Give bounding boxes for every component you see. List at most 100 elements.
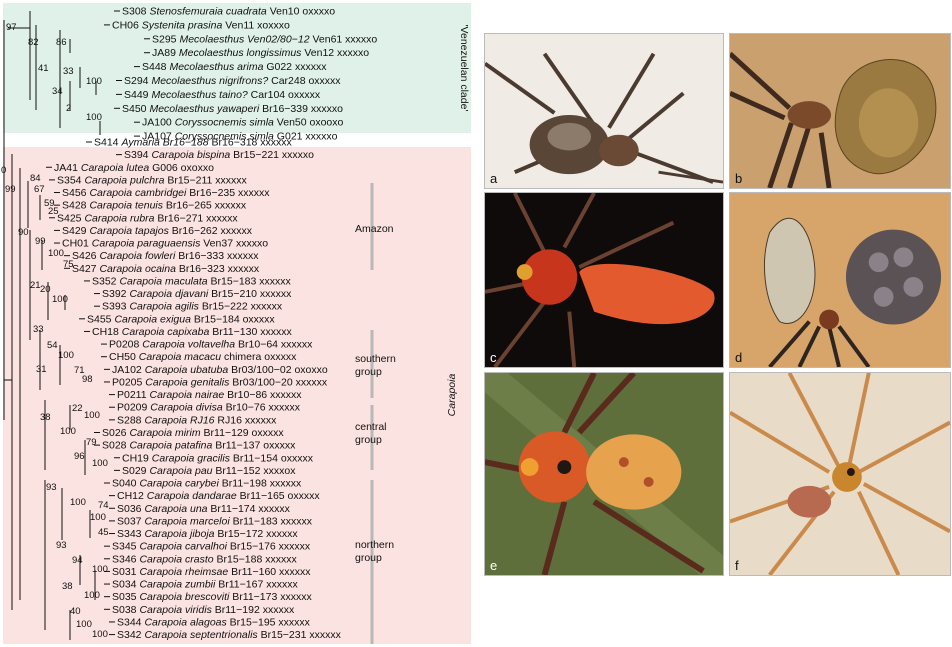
tip-label: JA89 Mecolaesthus longissimus Ven12 xxxx… <box>152 47 369 59</box>
support-value: 100 <box>60 426 76 437</box>
tip-label: S034 Carapoia zumbii Br11−167 xxxxxx <box>112 579 298 591</box>
venezuelan-clade-label: 'Venezuelan clade' <box>458 25 470 112</box>
support-value: 100 <box>86 76 102 87</box>
support-value: 100 <box>84 590 100 601</box>
tip-label: CH18 Carapoia capixaba Br11−130 xxxxxx <box>92 326 292 338</box>
tip-label: S455 Carapoia exigua Br15−184 oxxxxx <box>87 313 275 325</box>
photo-panel-f: f <box>729 372 951 576</box>
photo-label-a: a <box>490 171 497 186</box>
tip-label: S449 Mecolaesthus taino? Car104 oxxxxx <box>124 89 321 101</box>
photo-label-f: f <box>735 558 739 573</box>
tip-label: S414 Aymaria Br16−188 Br16−318 xxxxxx <box>94 137 293 149</box>
support-value: 100 <box>84 410 100 421</box>
support-value: 45 <box>98 527 109 538</box>
support-value: 40 <box>70 606 81 617</box>
tip-label: S345 Carapoia carvalhoi Br15−176 xxxxxx <box>112 541 311 553</box>
tip-label: CH12 Carapoia dandarae Br11−165 oxxxxx <box>117 490 320 502</box>
support-value: 93 <box>56 540 67 551</box>
support-value: 34 <box>52 86 63 97</box>
support-value: 75 <box>63 259 74 270</box>
tip-label: P0205 Carapoia genitalis Br03/100−20 xxx… <box>112 376 328 388</box>
tip-label: S294 Mecolaesthus nigrifrons? Car248 oxx… <box>124 75 341 87</box>
support-value: 98 <box>82 374 93 385</box>
tip-label: S308 Stenosfemuraia cuadrata Ven10 oxxxx… <box>122 6 335 18</box>
tip-label: S354 Carapoia pulchra Br15−211 xxxxxx <box>57 174 248 186</box>
phylogenetic-tree: S308 Stenosfemuraia cuadrata Ven10 oxxxx… <box>0 0 480 647</box>
amazon-group-label: Amazon <box>355 223 394 235</box>
tip-label: CH50 Carapoia macacu chimera oxxxxx <box>109 351 297 363</box>
support-value: 100 <box>52 294 68 305</box>
support-value: 38 <box>40 412 51 423</box>
tip-label: S450 Mecolaesthus yawaperi Br16−339 xxxx… <box>122 103 343 115</box>
tip-label: S026 Carapoia mirim Br11−129 oxxxxx <box>102 427 284 439</box>
support-value: 86 <box>56 37 67 48</box>
photo-panel-d: d <box>729 192 951 368</box>
support-value: 20 <box>40 284 51 295</box>
support-value: 25 <box>48 206 59 217</box>
support-value: 22 <box>72 403 83 414</box>
tip-label: S029 Carapoia pau Br11−152 xxxxox <box>122 465 296 477</box>
support-value: 79 <box>86 437 97 448</box>
tip-label: CH06 Systenita prasina Ven11 xoxxxo <box>112 19 290 31</box>
support-value: 84 <box>30 173 41 184</box>
photo-panel-a: a <box>484 33 724 189</box>
tip-label: S429 Carapoia tapajos Br16−262 xxxxxx <box>62 225 253 237</box>
photo-panel-b: b <box>729 33 951 189</box>
support-value: 99 <box>5 184 16 195</box>
photo-label-c: c <box>490 350 497 365</box>
tip-label: S288 Carapoia RJ16 RJ16 xxxxxx <box>117 414 277 426</box>
photo-label-d: d <box>735 350 742 365</box>
tip-label: S448 Mecolaesthus arima G022 xxxxxx <box>142 61 327 73</box>
support-value: 31 <box>36 364 47 375</box>
support-value: 100 <box>70 497 86 508</box>
support-value: 100 <box>58 350 74 361</box>
carapoia-clade-label: Carapoia <box>446 374 458 417</box>
tip-label: S035 Carapoia brescoviti Br11−173 xxxxxx <box>112 591 312 603</box>
support-value: 0 <box>1 165 6 176</box>
support-value: 96 <box>74 451 85 462</box>
tip-label: P0209 Carapoia divisa Br10−76 xxxxxx <box>117 402 301 414</box>
tip-label: S028 Carapoia patafina Br11−137 oxxxxx <box>102 440 296 452</box>
tip-label: S040 Carapoia carybei Br11−198 xxxxxx <box>112 478 302 490</box>
tip-label: JA100 Coryssocnemis simla Ven50 oxooxo <box>142 117 344 129</box>
photo-panel-e: e <box>484 372 724 576</box>
tip-label: JA102 Carapoia ubatuba Br03/100−02 oxoxx… <box>112 364 328 376</box>
support-value: 33 <box>33 324 44 335</box>
tip-label: S036 Carapoia una Br11−174 xxxxxx <box>117 503 291 515</box>
support-value: 97 <box>6 22 17 33</box>
tip-label: S344 Carapoia alagoas Br15−195 xxxxxx <box>117 616 311 628</box>
photo-panel-c: c <box>484 192 724 368</box>
tip-label: S392 Carapoia djavani Br15−210 xxxxxx <box>102 288 292 300</box>
support-value: 38 <box>62 581 73 592</box>
support-value: 100 <box>76 619 92 630</box>
tip-label: S456 Carapoia cambridgei Br16−235 xxxxxx <box>62 187 270 199</box>
support-value: 74 <box>98 500 109 511</box>
support-value: 94 <box>72 555 83 566</box>
tip-label: S394 Carapoia bispina Br15−221 xxxxxo <box>124 149 314 161</box>
tip-label: S428 Carapoia tenuis Br16−265 xxxxxx <box>62 200 247 212</box>
photo-label-b: b <box>735 171 742 186</box>
support-value: 90 <box>18 227 29 238</box>
tip-label: JA41 Carapoia lutea G006 oxoxxo <box>54 162 214 174</box>
tip-label: S038 Carapoia viridis Br11−192 xxxxxx <box>112 604 295 616</box>
tip-label: S037 Carapoia marceloi Br11−183 xxxxxx <box>117 515 313 527</box>
support-value: 100 <box>48 248 64 259</box>
tip-label: S295 Mecolaesthus Ven02/80−12 Ven61 xxxx… <box>152 33 377 45</box>
support-value: 41 <box>38 63 49 74</box>
support-value: 21 <box>30 280 41 291</box>
tip-label: S352 Carapoia maculata Br15−183 xxxxxx <box>92 275 292 287</box>
tip-label: CH01 Carapoia paraguaensis Ven37 xxxxxo <box>62 238 268 250</box>
support-value: 93 <box>46 482 57 493</box>
support-value: 100 <box>92 458 108 469</box>
tip-label: S342 Carapoia septentrionalis Br15−231 x… <box>117 629 342 641</box>
support-value: 2 <box>66 103 71 114</box>
support-value: 100 <box>92 629 108 640</box>
tip-label: S425 Carapoia rubra Br16−271 xxxxxx <box>57 212 238 224</box>
tip-label: S426 Carapoia fowleri Br16−333 xxxxxx <box>72 250 259 262</box>
support-value: 54 <box>47 340 58 351</box>
tip-label: CH19 Carapoia gracilis Br11−154 oxxxxx <box>122 452 314 464</box>
support-value: 100 <box>86 112 102 123</box>
support-value: 100 <box>90 512 106 523</box>
tip-label: S343 Carapoia jiboja Br15−172 xxxxxx <box>117 528 298 540</box>
